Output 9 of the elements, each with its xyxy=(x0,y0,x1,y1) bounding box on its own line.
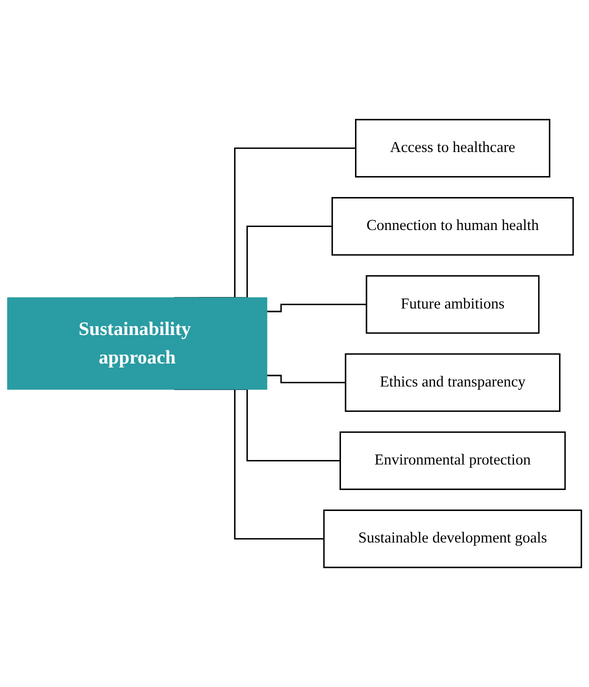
connector xyxy=(266,374,346,384)
node-box: Access to healthcare xyxy=(355,118,550,178)
node-box: Sustainable development goals xyxy=(323,510,582,568)
connector xyxy=(266,304,366,312)
node-box: Ethics and transparency xyxy=(344,353,560,412)
node-box: Future ambitions xyxy=(366,275,540,334)
node-box: Connection to human health xyxy=(331,197,574,256)
node-box: Sustainability approach xyxy=(7,297,268,390)
node-box: Environmental protection xyxy=(340,431,566,490)
